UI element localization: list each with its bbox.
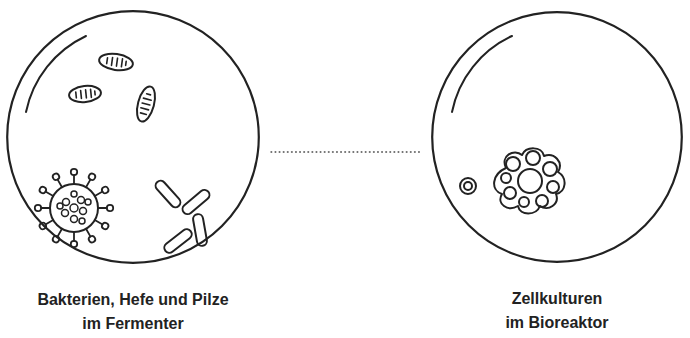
caption-label: Bakterien, Hefe und Pilze im Fermenter (33, 288, 233, 336)
circle-outline (432, 12, 682, 262)
caption-label: Zellkulturen im Bioreaktor (503, 287, 611, 335)
highlight-arc (452, 36, 512, 112)
circle-outline (7, 11, 259, 263)
circle-outline (6, 10, 260, 264)
mitochondrion (68, 84, 101, 103)
vessel-circle: Bakterien, Hefe und Pilze im Fermenter (6, 10, 260, 264)
dotted-connector (271, 151, 420, 153)
cell-cluster (494, 148, 564, 213)
rod-bacteria (154, 179, 212, 255)
mitochondrion (98, 52, 134, 73)
vessel-circle: Zellkulturen im Bioreaktor (431, 11, 683, 263)
mitochondrion (134, 85, 159, 124)
virus (35, 169, 113, 247)
circle-outline (431, 11, 683, 263)
single-cell (460, 178, 476, 194)
